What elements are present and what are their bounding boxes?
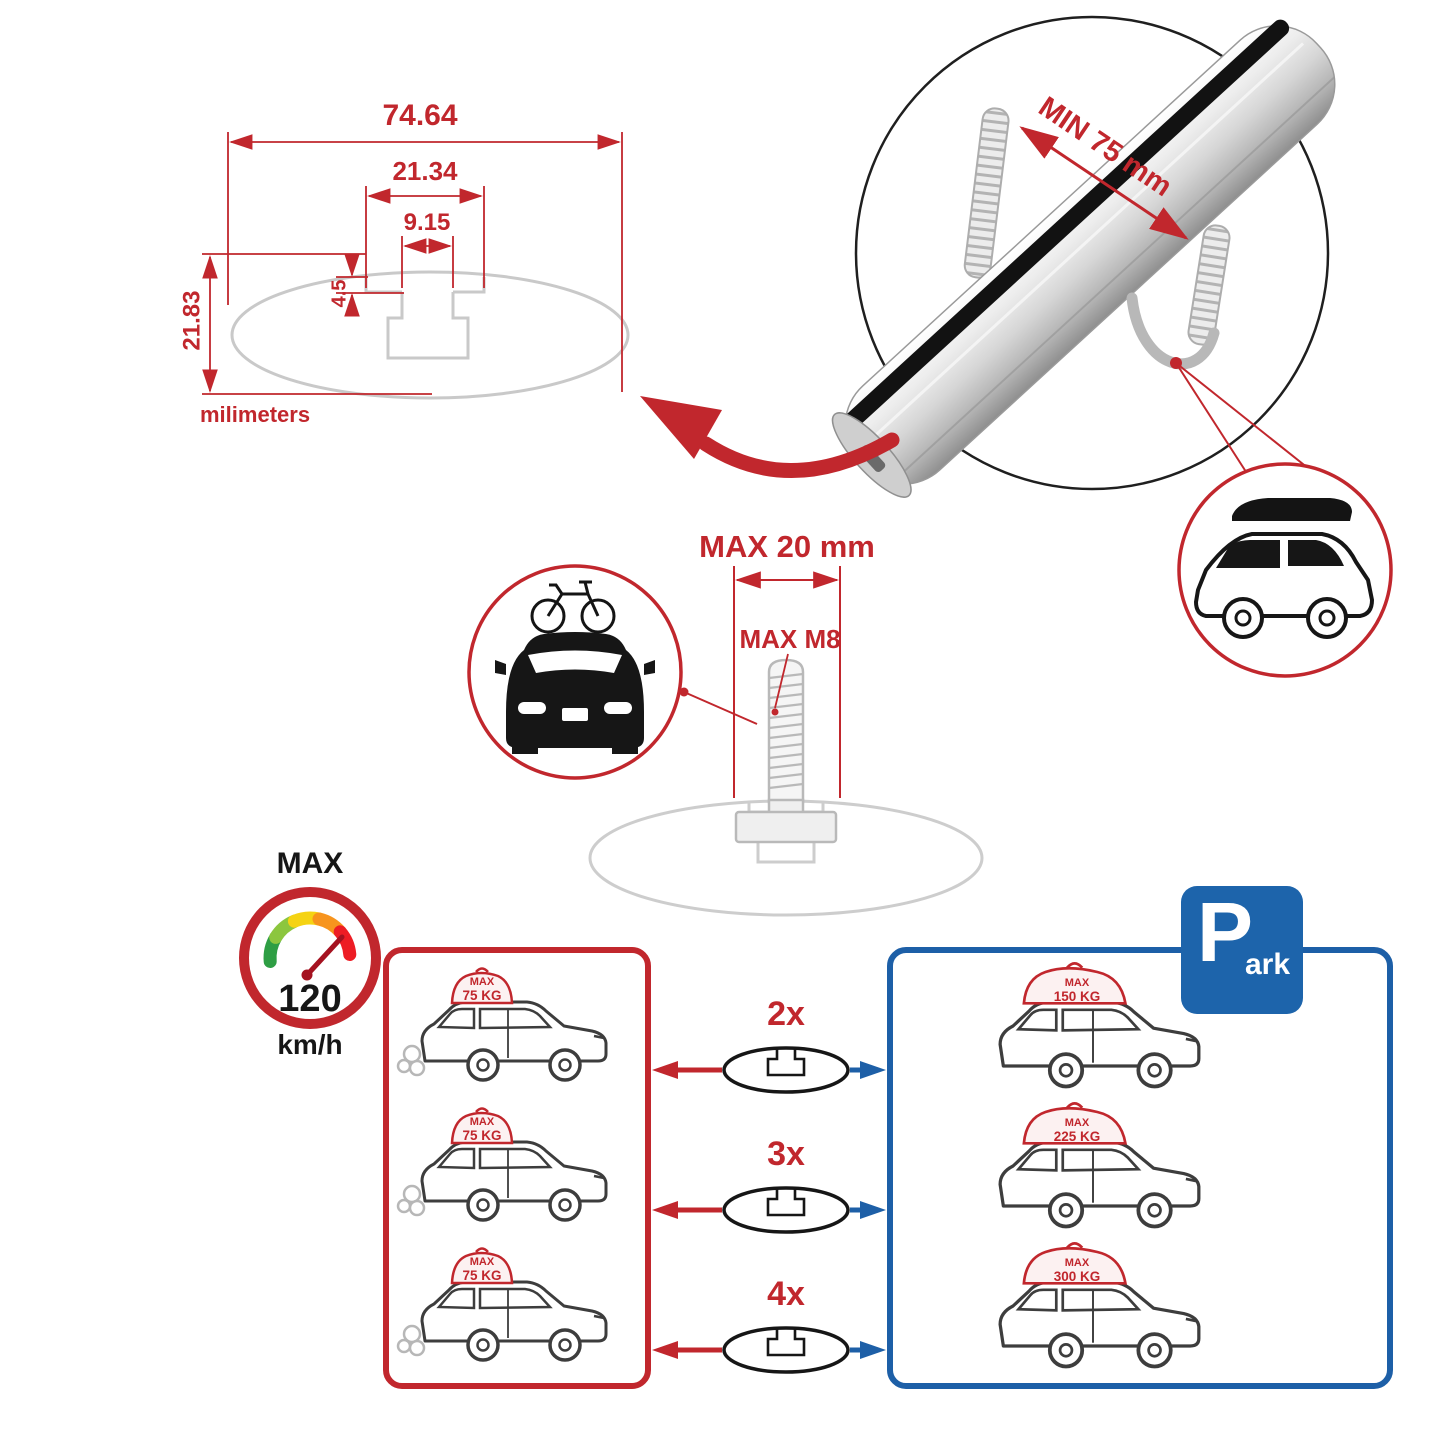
speed-unit: km/h — [277, 1029, 343, 1060]
qty-label-2x: 2x — [767, 995, 805, 1033]
dim-channel-width: 21.34 — [392, 156, 458, 186]
load-kg-value: 75 KG — [462, 987, 502, 1003]
qty-label-3x: 3x — [767, 1135, 805, 1173]
load-kg-value: 225 KG — [1053, 1128, 1101, 1144]
parking-sign-suffix: ark — [1245, 948, 1291, 981]
crossbar-photo-circle — [831, 15, 1336, 498]
load-max-word: MAX — [469, 1256, 495, 1268]
units-label: milimeters — [200, 402, 311, 427]
dim-total-width: 74.64 — [382, 99, 458, 132]
row-1 — [652, 1046, 886, 1094]
u-bolt-sketch — [963, 107, 1231, 346]
bar-profile-icon — [722, 1046, 850, 1094]
parking-sign: P ark — [1183, 888, 1301, 1012]
parked-load-label-1: MAX 150 KG — [1032, 977, 1122, 1004]
dimension-lines — [202, 132, 623, 395]
parked-load-label-2: MAX 225 KG — [1032, 1117, 1122, 1144]
load-kg-value: 75 KG — [462, 1267, 502, 1283]
parking-sign-letter: P — [1197, 885, 1254, 979]
load-max-word: MAX — [1064, 1257, 1090, 1269]
load-kg-value: 300 KG — [1053, 1268, 1101, 1284]
dim-profile-height: 21.83 — [178, 290, 206, 351]
parked-load-label-3: MAX 300 KG — [1032, 1257, 1122, 1284]
load-max-word: MAX — [469, 1116, 495, 1128]
bike-car-circle — [467, 564, 758, 780]
qty-label-4x: 4x — [767, 1275, 805, 1313]
load-kg-value: 150 KG — [1053, 988, 1101, 1004]
driving-load-label-1: MAX 75 KG — [442, 976, 522, 1003]
suv-roofbox-circle — [1177, 462, 1393, 678]
speed-max-title: MAX — [276, 847, 344, 880]
bolt-max-width-label: MAX 20 mm — [699, 529, 875, 564]
bolt-diagram — [733, 566, 841, 844]
row-3 — [652, 1326, 886, 1374]
load-kg-value: 75 KG — [462, 1127, 502, 1143]
pointer-arrow — [640, 396, 900, 478]
capacity-section — [239, 887, 1393, 1389]
load-max-word: MAX — [469, 976, 495, 988]
speed-value: 120 — [278, 978, 342, 1020]
car-front-icon — [495, 632, 655, 754]
load-max-word: MAX — [1064, 1117, 1090, 1129]
crossbar-cross-section-diagram — [230, 270, 630, 400]
load-max-word: MAX — [1064, 977, 1090, 989]
driving-load-label-3: MAX 75 KG — [442, 1256, 522, 1283]
bicycle-icon — [530, 580, 616, 634]
dim-slot-width: 9.15 — [403, 209, 451, 236]
bar-profile-icon — [722, 1326, 850, 1374]
driving-load-label-2: MAX 75 KG — [442, 1116, 522, 1143]
dim-step-depth: 4.5 — [328, 279, 351, 308]
bolt-max-thread-label: MAX M8 — [739, 624, 841, 654]
speed-limit-gauge — [239, 887, 381, 1029]
row-2 — [652, 1186, 886, 1234]
bar-profile-icon — [722, 1186, 850, 1234]
